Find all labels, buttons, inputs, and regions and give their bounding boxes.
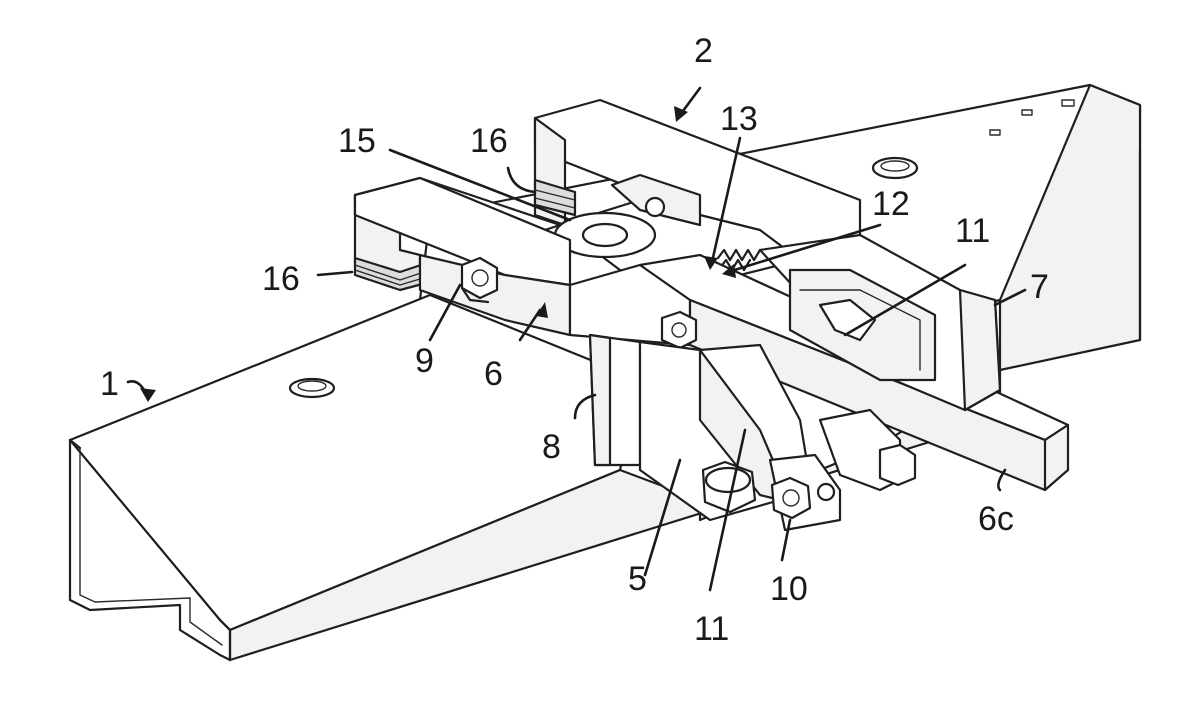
- leader-16a: [508, 168, 535, 192]
- bracket: [590, 335, 640, 465]
- label-12: 12: [872, 185, 910, 223]
- label-11-lower: 11: [694, 610, 729, 648]
- label-1: 1: [100, 365, 119, 403]
- label-5: 5: [628, 560, 647, 598]
- label-15: 15: [338, 122, 376, 160]
- label-9: 9: [415, 342, 434, 380]
- label-10: 10: [770, 570, 808, 608]
- label-2: 2: [694, 32, 713, 70]
- label-13: 13: [720, 100, 758, 138]
- label-11-upper: 11: [955, 212, 990, 250]
- label-16-lower: 16: [262, 260, 300, 298]
- label-7: 7: [1030, 268, 1049, 306]
- label-6: 6: [484, 355, 503, 393]
- label-6c: 6c: [978, 500, 1014, 538]
- leader-16b: [318, 272, 352, 275]
- arrowhead-1: [140, 388, 156, 402]
- label-8: 8: [542, 428, 561, 466]
- leader-6c: [998, 470, 1005, 490]
- label-16-upper: 16: [470, 122, 508, 160]
